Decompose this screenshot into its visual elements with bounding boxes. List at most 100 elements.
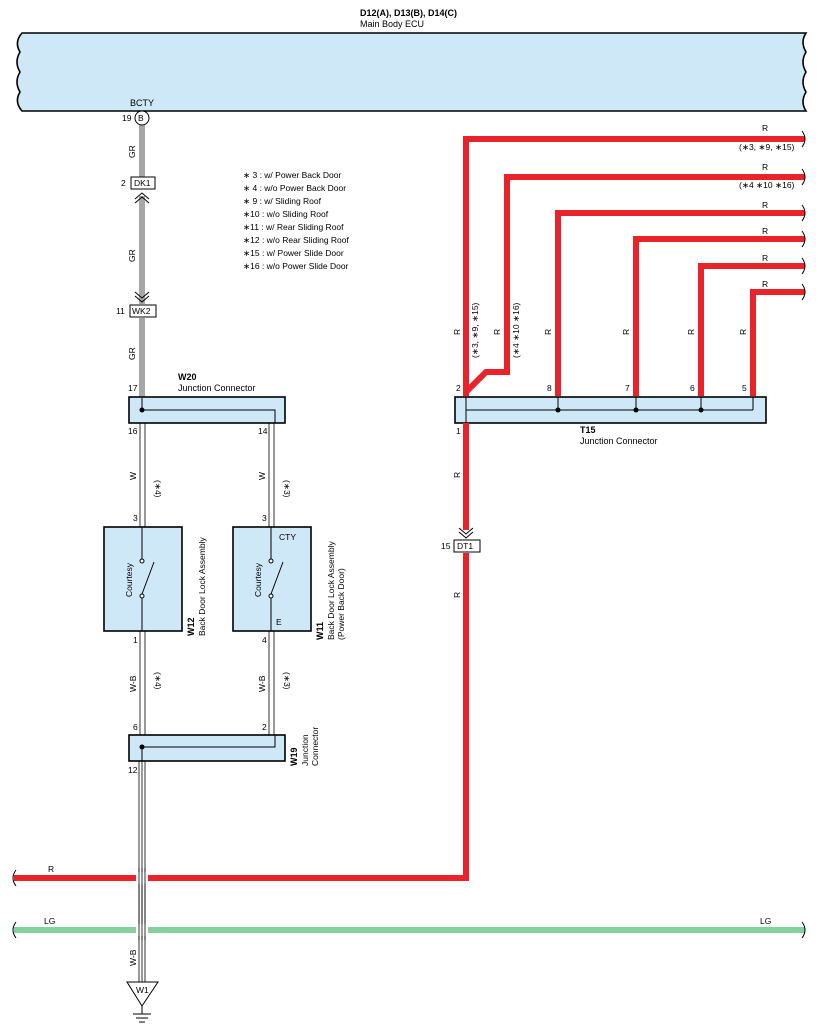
t15-pin-top: 2 [456,383,461,393]
ecu-terminal-name: BCTY [130,98,154,108]
r-top-label-4: R [762,226,768,236]
w-cond-left: (∗4) [153,480,163,498]
w1-ground-triangle [126,981,159,1007]
w12-pin-bottom: 1 [133,635,138,645]
w20-internal [141,398,276,423]
gr-label-2: GR [127,249,137,262]
w20-pin-in: 17 [128,383,138,393]
legend-item: ∗11 : w/ Rear Sliding Roof [243,222,344,232]
r-top-label-5: R [762,253,768,263]
w20-pin-left: 16 [128,426,138,436]
dt1-label: DT1 [457,541,473,551]
t15-pin-top: 5 [742,383,747,393]
r-vert-cond-2: (∗4 ∗10 ∗16) [511,302,521,358]
ecu-terminal-letter: B [138,113,144,123]
r-vert-label-1: R [452,329,462,335]
ecu-terminal-pin: 19 [122,113,132,123]
w-label-right: W [257,472,267,480]
w12-switch-label: Courtesy [124,562,134,597]
w19-id: W19 [289,747,299,766]
r-top-cond-1: (∗3, ∗9, ∗15) [739,142,795,152]
right-break-marks [801,130,806,301]
r-top-label-2: R [762,162,768,172]
w19-name-2: Connector [310,727,320,766]
r-down-label-1: R [452,472,462,478]
r-vert-label-3: R [543,329,553,335]
r-wire-1 [463,136,805,396]
dt1-pin: 15 [441,541,451,551]
w12-id: W12 [186,617,196,636]
t15-id: T15 [580,425,596,435]
t15-internal [465,397,754,423]
legend-item: ∗ 9 : w/ Sliding Roof [243,196,322,206]
ecu-terminal-b [134,110,150,126]
r-bottom-label: R [48,864,54,874]
ecu-title: D12(A), D13(B), D14(C) [360,8,457,18]
w11-box [232,526,312,632]
dk1-label: DK1 [134,178,151,188]
w11-pin-bottom: 4 [262,635,267,645]
t15-pin-top: 6 [690,383,695,393]
w12-name: Back Door Lock Assembly [197,537,207,636]
w20-splice-dot [139,407,145,413]
wb-cond-left: (∗4) [153,672,163,690]
r-top-label-1: R [762,123,768,133]
gr-label-3: GR [127,347,137,360]
w20-id: W20 [178,372,197,382]
legend-item: ∗16 : w/o Power Slide Door [243,261,349,271]
w11-name-2: (Power Back Door) [336,568,346,640]
w19-pin-left: 6 [133,722,138,732]
w1-label: W1 [136,985,149,995]
wk2-pin: 11 [116,306,125,316]
w11-id: W11 [315,622,325,640]
legend-item: ∗12 : w/o Rear Sliding Roof [243,235,350,245]
w-label-left: W [128,472,138,480]
r-wire-down-2 [14,553,469,881]
lg-label-right: LG [760,916,771,926]
w11-switch-icon [268,527,284,631]
r-vert-cond-1: (∗3, ∗9, ∗15) [470,302,480,358]
lg-break-right [801,921,806,939]
r-top-label-6: R [762,279,768,289]
r-vert-label-4: R [621,329,631,335]
r-wire-4 [633,236,805,396]
r-top-label-3: R [762,200,768,210]
wk2-chevron-icon [134,291,150,303]
wb-cond-right: (∗3) [282,672,292,690]
t15-pin-top: 8 [547,383,552,393]
w12-switch-icon [139,527,155,631]
wk2-label: WK2 [132,306,151,316]
lg-break-left [12,921,17,939]
r-vert-label-6: R [738,329,748,335]
legend-item: ∗10 : w/o Sliding Roof [243,209,329,219]
w11-term-top: CTY [279,532,296,542]
wk2-connector [129,304,157,318]
legend-item: ∗15 : w/ Power Slide Door [243,248,344,258]
w11-pin-top: 3 [262,513,267,523]
ecu-box [16,32,808,112]
t15-pin-bottom: 1 [456,426,461,436]
dt1-connector [453,539,481,553]
legend-item: ∗ 3 : w/ Power Back Door [243,170,341,180]
w12-box [103,526,183,632]
dk1-connector [130,176,156,190]
dk1-pin: 2 [121,178,126,188]
dk1-chevron-icon [134,192,150,204]
w19-pin-bottom: 12 [128,765,138,775]
w19-box [128,734,286,762]
legend-item: ∗ 4 : w/o Power Back Door [243,183,346,193]
lg-label-left: LG [44,916,55,926]
w20-name: Junction Connector [178,383,256,393]
wb-label-right: W-B [257,675,267,692]
w11-name-1: Back Door Lock Assembly [326,541,336,640]
wb-ground-label: W-B [128,949,138,966]
dt1-chevron-icon [458,527,474,539]
w19-splice-dot [139,744,145,750]
r-vert-label-2: R [492,329,502,335]
w12-pin-top: 3 [133,513,138,523]
w19-pin-right: 2 [262,722,267,732]
r-wire-5 [698,263,805,396]
ground-icon [133,1006,151,1023]
w20-pin-right: 14 [258,426,268,436]
